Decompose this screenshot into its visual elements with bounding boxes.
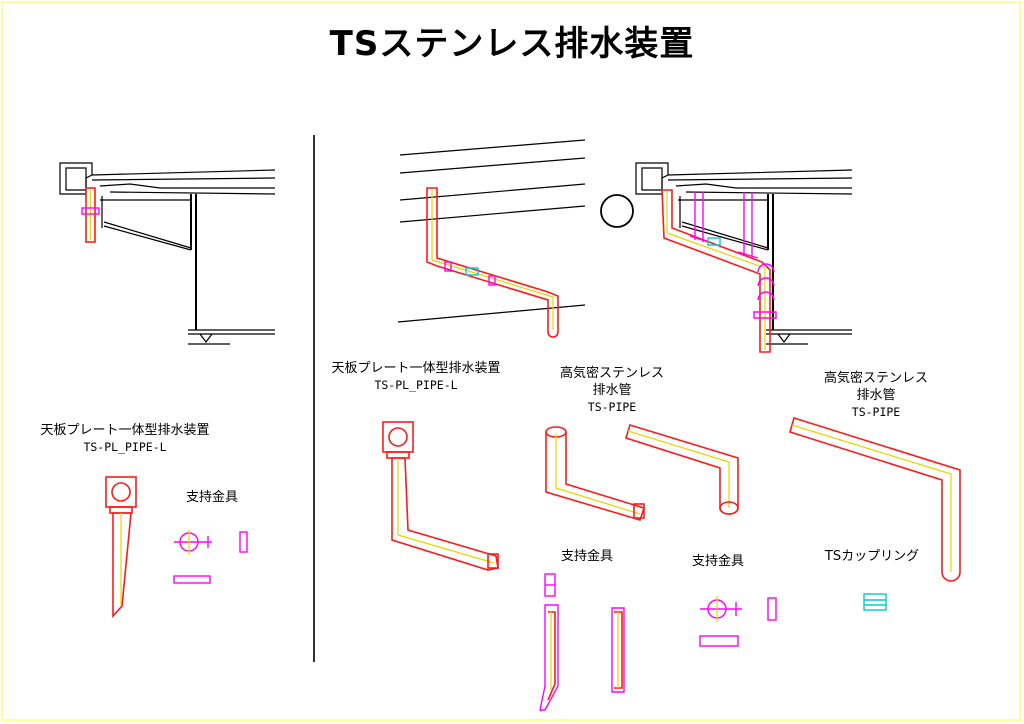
pipe2-label-line2: 排水管: [856, 388, 895, 403]
coupling-part: [863, 593, 887, 611]
left-girder: [190, 194, 197, 330]
left-plate-pipe-part: [105, 476, 137, 619]
right-bracket-label: 支持金具: [692, 553, 744, 569]
mid-drain-pipe: [426, 187, 559, 338]
left-product-name: 天板プレート一体型排水装置: [40, 423, 209, 438]
left-bracket-set: [173, 530, 248, 584]
left-deck-slab: [91, 169, 276, 195]
page-title: TSステンレス排水装置: [330, 24, 695, 64]
coupling-label: TSカップリング: [824, 549, 919, 564]
left-drain-pipe: [85, 187, 96, 243]
right-hangers: [689, 192, 759, 259]
mid-plate-pipe-part: [382, 421, 499, 571]
pipe1-label-line1: 高気密ステンレス: [560, 365, 664, 381]
pipe1-code: TS-PIPE: [588, 400, 637, 414]
right-installation-view: [635, 162, 853, 353]
left-installation-view: [59, 162, 276, 345]
left-product-code: TS-PL_PIPE-L: [83, 440, 166, 454]
pipe1-part: [545, 426, 646, 521]
left-pipe-bracket: [81, 207, 100, 215]
pipe1b-part: [625, 424, 739, 515]
mid-bracket-set: [539, 573, 625, 711]
detail-circle: [600, 194, 634, 228]
mid-bracket-label: 支持金具: [561, 548, 613, 564]
right-drain-pipe: [661, 189, 771, 353]
pipe2-part: [789, 416, 961, 582]
mid-installation-view: [397, 139, 586, 338]
mid-coupling: [465, 267, 479, 276]
left-bearing: [188, 329, 275, 345]
pipe2-code: TS-PIPE: [852, 405, 901, 419]
pipe1-label-line2: 排水管: [592, 383, 631, 398]
pipe2-label-line1: 高気密ステンレス: [824, 370, 928, 386]
mid-product-code: TS-PL_PIPE-L: [374, 378, 457, 392]
left-bracket-label: 支持金具: [186, 489, 238, 505]
mid-product-name: 天板プレート一体型排水装置: [331, 361, 500, 376]
right-bracket-set: [699, 596, 777, 647]
